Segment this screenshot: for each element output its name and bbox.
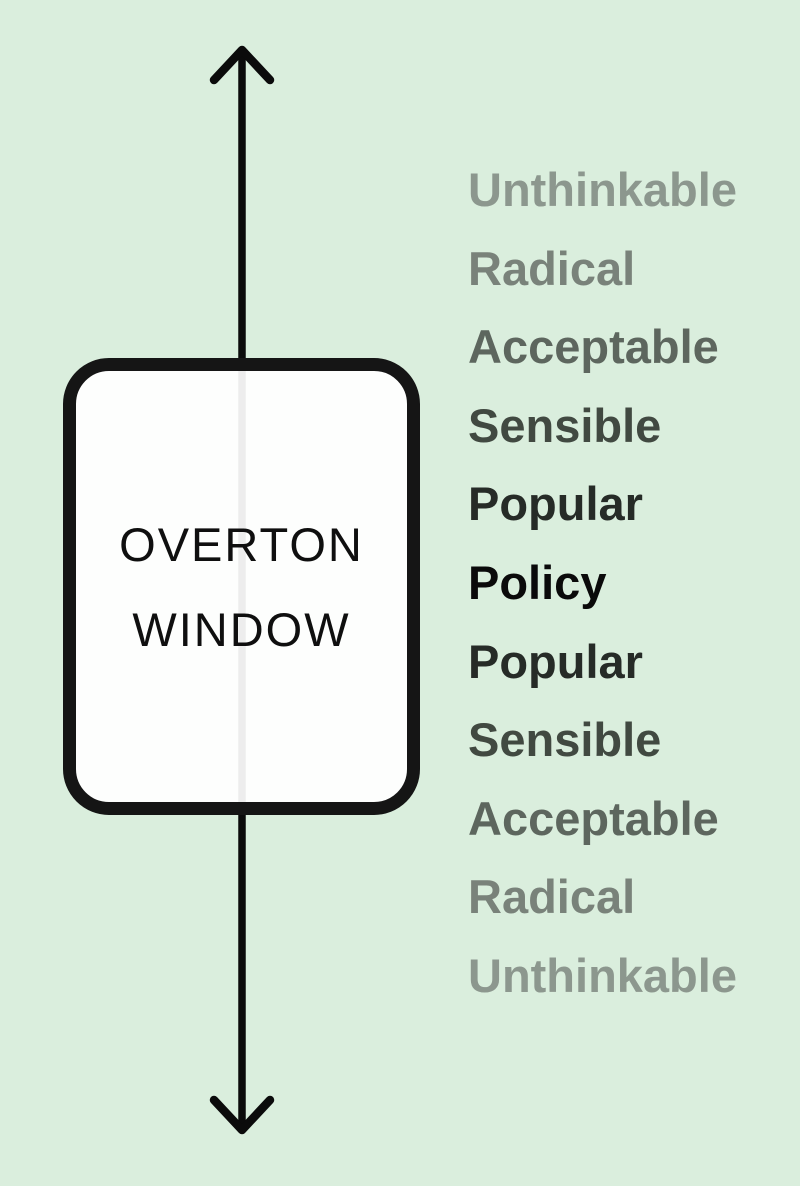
level-item: Popular: [468, 477, 643, 531]
arrow-down-icon: [209, 1095, 275, 1135]
acceptance-levels-list: Unthinkable Radical Acceptable Sensible …: [468, 151, 737, 1016]
overton-window-box: OVERTON WINDOW: [63, 358, 420, 815]
level-item: Unthinkable: [468, 163, 737, 216]
level-item: Acceptable: [468, 791, 719, 845]
arrow-up-icon: [209, 45, 275, 85]
level-item: Unthinkable: [468, 948, 737, 1002]
window-title-line-2: WINDOW: [132, 602, 351, 656]
level-item: Popular: [468, 634, 643, 688]
window-title-line-1: OVERTON: [119, 517, 364, 571]
level-item: Radical: [468, 241, 636, 295]
level-item: Acceptable: [468, 320, 719, 374]
level-item: Sensible: [468, 398, 662, 452]
level-item: Sensible: [468, 713, 662, 767]
level-item: Policy: [468, 555, 607, 609]
level-item: Radical: [468, 870, 636, 924]
